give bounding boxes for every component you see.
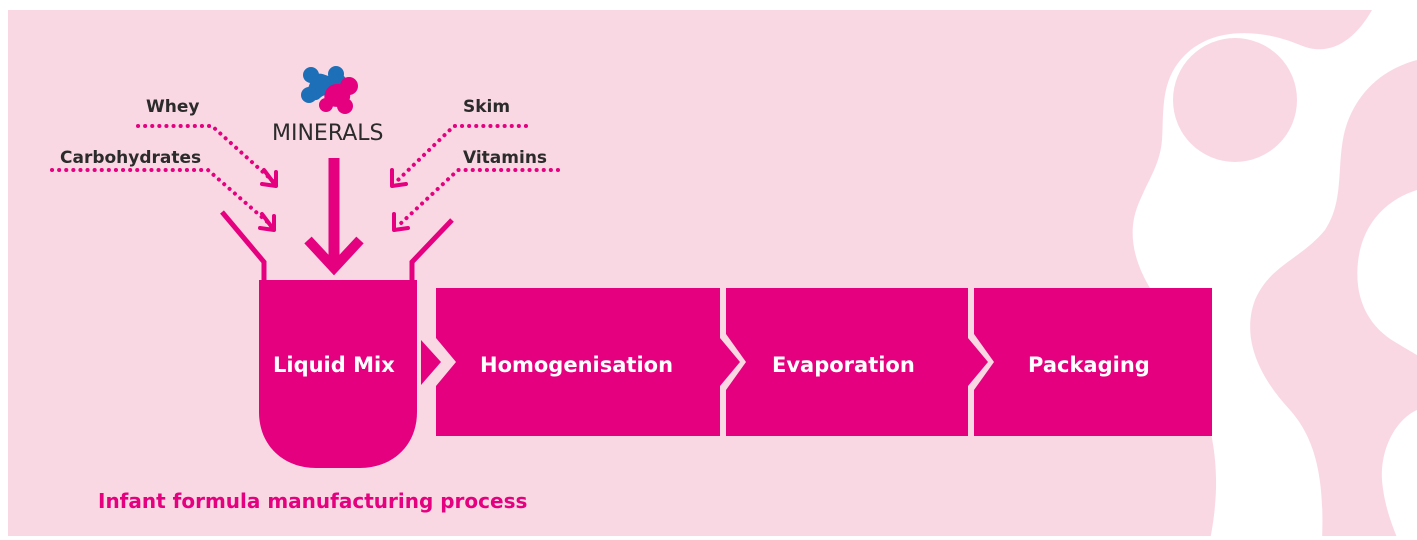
label-vitamins: Vitamins [463,148,547,168]
step-liquid-mix: Liquid Mix [273,353,395,377]
minerals-molecule-icon [301,66,358,114]
arrow-down-icon [304,158,364,276]
label-whey: Whey [146,97,199,117]
step-packaging: Packaging [1028,353,1150,377]
skim-dotted-line [394,124,528,184]
label-minerals: MINERALS [272,121,384,146]
step-box-homogenisation [436,288,740,436]
vitamins-dotted-line [396,168,560,228]
whey-arrowhead-icon [260,168,278,188]
carbohydrates-arrowhead-icon [258,212,276,232]
step-box-evaporation [726,288,988,436]
step-homogenisation: Homogenisation [480,353,673,377]
dotted-arrowheads [258,168,410,232]
step-box-packaging [974,288,1212,436]
step-evaporation: Evaporation [772,353,915,377]
label-carbohydrates: Carbohydrates [60,148,201,168]
vitamins-arrowhead-icon [392,212,410,232]
label-skim: Skim [463,97,510,117]
whey-dotted-line [136,124,276,184]
decorative-blobs [1132,10,1417,536]
carbohydrates-dotted-line [50,168,274,228]
process-steps [436,288,1212,436]
skim-arrowhead-icon [390,168,408,188]
diagram-caption: Infant formula manufacturing process [98,489,527,513]
liquid-mix-vessel [220,210,454,468]
dotted-input-arrows [50,124,560,228]
chevron-right-icon [421,340,441,385]
